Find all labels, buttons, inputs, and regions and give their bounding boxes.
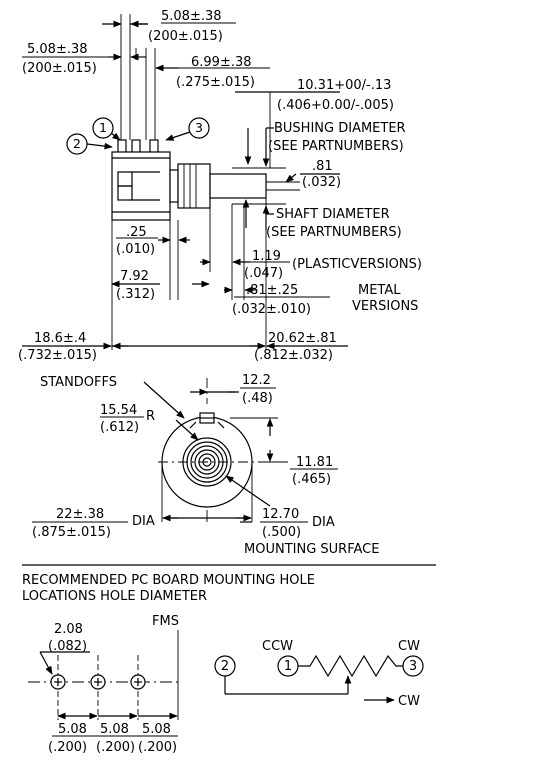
schem-pin-1: 1 xyxy=(284,659,292,674)
cw-arrow-label: CW xyxy=(398,694,420,709)
dim-032: (.032) xyxy=(302,175,341,190)
pin-1-label: 1 xyxy=(99,120,107,135)
dim-732: (.732±.015) xyxy=(18,348,97,363)
metal-label-1: METAL xyxy=(358,283,401,298)
dim-612: (.612) xyxy=(100,420,139,435)
dim-812: (.812±.032) xyxy=(254,348,333,363)
pin-3-label: 3 xyxy=(195,120,203,135)
plastic-versions-label: (PLASTICVERSIONS) xyxy=(292,257,422,272)
dim-500: (.500) xyxy=(262,525,301,540)
schematic xyxy=(214,654,424,704)
dim-186: 18.6±.4 xyxy=(34,331,86,346)
dim-1031: 10.31+00/-.13 xyxy=(297,78,391,93)
dim-032-010: (.032±.010) xyxy=(232,302,311,317)
dim-010: (.010) xyxy=(116,242,155,257)
pin-2-label: 2 xyxy=(73,136,81,151)
dim-699: 6.99±.38 xyxy=(191,55,252,70)
dim-465: (.465) xyxy=(292,472,331,487)
pcb-heading-1: RECOMMENDED PC BOARD MOUNTING HOLE xyxy=(22,573,315,588)
dim-200-left: (200±.015) xyxy=(22,61,97,76)
dim-508-left: 5.08±.38 xyxy=(27,42,88,57)
r-label: R xyxy=(146,409,155,424)
dim-200-3: (.200) xyxy=(138,740,177,755)
side-view: 1 2 3 xyxy=(22,14,348,350)
dim-48: (.48) xyxy=(242,391,273,406)
schem-pin-2: 2 xyxy=(221,659,229,674)
dim-792: 7.92 xyxy=(120,269,149,284)
dim-406: (.406+0.00/-.005) xyxy=(277,98,394,113)
dia-label-a: DIA xyxy=(132,514,155,529)
pcb-holes xyxy=(28,630,179,720)
shaft-label-1: SHAFT DIAMETER xyxy=(276,207,390,222)
dim-2062: 20.62±.81 xyxy=(268,331,337,346)
standoffs-label: STANDOFFS xyxy=(40,375,117,390)
dim-312: (.312) xyxy=(116,287,155,302)
pcb-heading-2: LOCATIONS HOLE DIAMETER xyxy=(22,589,207,604)
dim-508-1: 5.08 xyxy=(58,722,87,737)
dim-508-3: 5.08 xyxy=(142,722,171,737)
dim-119: 1.19 xyxy=(252,249,281,264)
bushing-label-1: BUSHING DIAMETER xyxy=(274,121,406,136)
dim-22: 22±.38 xyxy=(56,507,104,522)
dim-208: 2.08 xyxy=(54,622,83,637)
metal-label-2: VERSIONS xyxy=(352,299,418,314)
fms-label: FMS xyxy=(152,614,179,629)
dim-1181: 11.81 xyxy=(296,455,333,470)
dia-label-b: DIA xyxy=(312,515,335,530)
dim-200-2: (.200) xyxy=(96,740,135,755)
dim-081-25: .81±.25 xyxy=(246,283,298,298)
dim-275: (.275±.015) xyxy=(176,75,255,90)
ccw-label: CCW xyxy=(262,639,293,654)
dim-081: .81 xyxy=(312,159,333,174)
dim-508-top: 5.08±.38 xyxy=(161,9,222,24)
dim-082: (.082) xyxy=(48,639,87,654)
dim-200-top: (200±.015) xyxy=(148,29,223,44)
dim-025: .25 xyxy=(126,225,147,240)
mounting-surface-label: MOUNTING SURFACE xyxy=(244,542,379,557)
dim-200-1: (.200) xyxy=(48,740,87,755)
dim-1270: 12.70 xyxy=(262,507,299,522)
dim-875: (.875±.015) xyxy=(32,525,111,540)
bushing-label-2: (SEE PARTNUMBERS) xyxy=(268,139,404,154)
shaft-label-2: (SEE PARTNUMBERS) xyxy=(266,225,402,240)
dim-047: (.047) xyxy=(244,266,283,281)
dim-1554: 15.54 xyxy=(100,403,137,418)
cw-top-label: CW xyxy=(398,639,420,654)
front-view xyxy=(143,378,288,523)
dim-508-2: 5.08 xyxy=(100,722,129,737)
dim-122: 12.2 xyxy=(242,373,271,388)
schem-pin-3: 3 xyxy=(409,659,417,674)
